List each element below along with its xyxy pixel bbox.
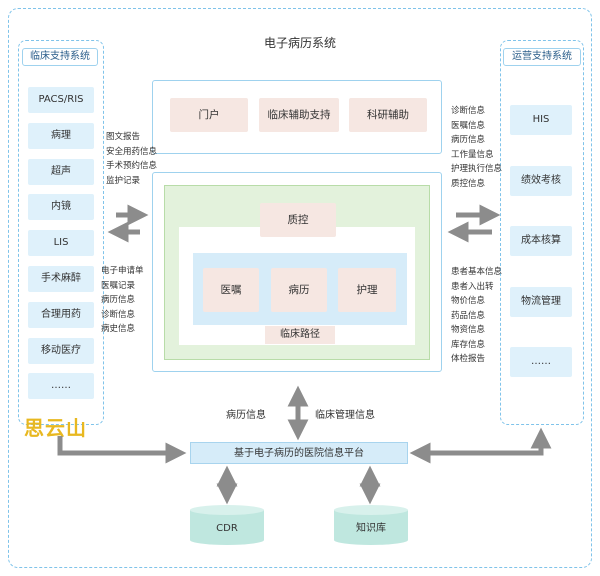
flow-text-item: 质控信息 — [451, 178, 486, 189]
flow-text-item: 医嘱记录 — [101, 280, 136, 291]
flow-text-item: 安全用药信息 — [106, 146, 158, 157]
cdr-label: CDR — [216, 523, 238, 534]
watermark-logo: 思云山 — [24, 416, 87, 440]
arrow-platform-to-right — [409, 427, 552, 464]
right-panel-item: 绩效考核 — [510, 165, 572, 196]
knowledge-label: 知识库 — [356, 521, 386, 534]
flow-text-item: 电子申请单 — [101, 266, 144, 276]
flow-text-item: 护理执行信息 — [451, 164, 503, 174]
module-clinical-support: 临床辅助支持 — [259, 98, 339, 132]
outer-frame — [8, 8, 592, 568]
left-panel-title: 临床支持系统 — [22, 48, 98, 66]
flow-text-item: 库存信息 — [451, 339, 486, 350]
flow-text-item: 患者入出转 — [451, 281, 494, 292]
right-panel-item: 物流管理 — [510, 286, 572, 317]
left-flow-out-list: 图文报告安全用药信息手术预约信息监护记录 — [106, 130, 157, 188]
module-portal: 门户 — [170, 98, 248, 132]
left-flow-in-list: 电子申请单医嘱记录病历信息诊断信息病史信息 — [101, 264, 144, 337]
left-panel-item: 手术麻醉 — [28, 266, 94, 292]
right-panel-item: 成本核算 — [510, 226, 572, 256]
flow-text-item: 病史信息 — [101, 324, 136, 334]
right-flow-out-list: 诊断信息医嘱信息病历信息工作量信息护理执行信息质控信息 — [451, 104, 502, 191]
platform-box: 基于电子病历的医院信息平台 — [190, 442, 408, 464]
flow-text-item: 药品信息 — [451, 310, 486, 321]
left-panel-item: 内镜 — [28, 194, 94, 221]
left-panel-item: 超声 — [28, 158, 94, 185]
center-label-records: 病历信息 — [226, 410, 266, 421]
left-panel-item: LIS — [28, 230, 94, 257]
right-panel-item: …… — [510, 347, 572, 377]
left-panel-item: 移动医疗 — [28, 337, 94, 364]
knowledge-database-icon — [334, 505, 408, 545]
flow-text-item: 监护记录 — [106, 175, 141, 186]
center-label-management: 临床管理信息 — [315, 410, 375, 421]
left-panel-item: 合理用药 — [28, 301, 94, 328]
right-panel-item: HIS — [510, 105, 572, 135]
pathway-box: 临床路径 — [265, 326, 335, 344]
cdr-database-icon — [190, 505, 264, 545]
flow-text-item: 物价信息 — [451, 296, 486, 306]
left-panel-item: PACS/RIS — [28, 87, 94, 113]
flow-text-item: 医嘱信息 — [451, 120, 486, 131]
qc-box: 质控 — [260, 203, 336, 237]
module-research: 科研辅助 — [349, 98, 427, 132]
right-panel-title: 运营支持系统 — [503, 48, 581, 66]
left-panel-item: …… — [28, 373, 94, 400]
arrow-platform-to-left — [57, 436, 187, 464]
flow-text-item: 体检报告 — [451, 354, 486, 364]
flow-text-item: 物资信息 — [451, 325, 486, 335]
flow-text-item: 患者基本信息 — [451, 267, 503, 277]
flow-text-item: 诊断信息 — [101, 309, 136, 320]
flow-text-item: 工作量信息 — [451, 149, 494, 160]
flow-text-item: 诊断信息 — [451, 106, 486, 116]
module-orders: 医嘱 — [203, 268, 259, 312]
flow-text-item: 图文报告 — [106, 132, 141, 142]
module-records: 病历 — [271, 268, 327, 312]
module-nursing: 护理 — [338, 268, 396, 312]
left-panel-item: 病理 — [28, 122, 94, 149]
flow-text-item: 病历信息 — [451, 135, 486, 145]
flow-text-item: 病历信息 — [101, 295, 136, 305]
flow-text-item: 手术预约信息 — [106, 161, 158, 171]
right-flow-in-list: 患者基本信息患者入出转物价信息药品信息物资信息库存信息体检报告 — [451, 265, 502, 367]
page-title: 电子病历系统 — [263, 36, 336, 50]
